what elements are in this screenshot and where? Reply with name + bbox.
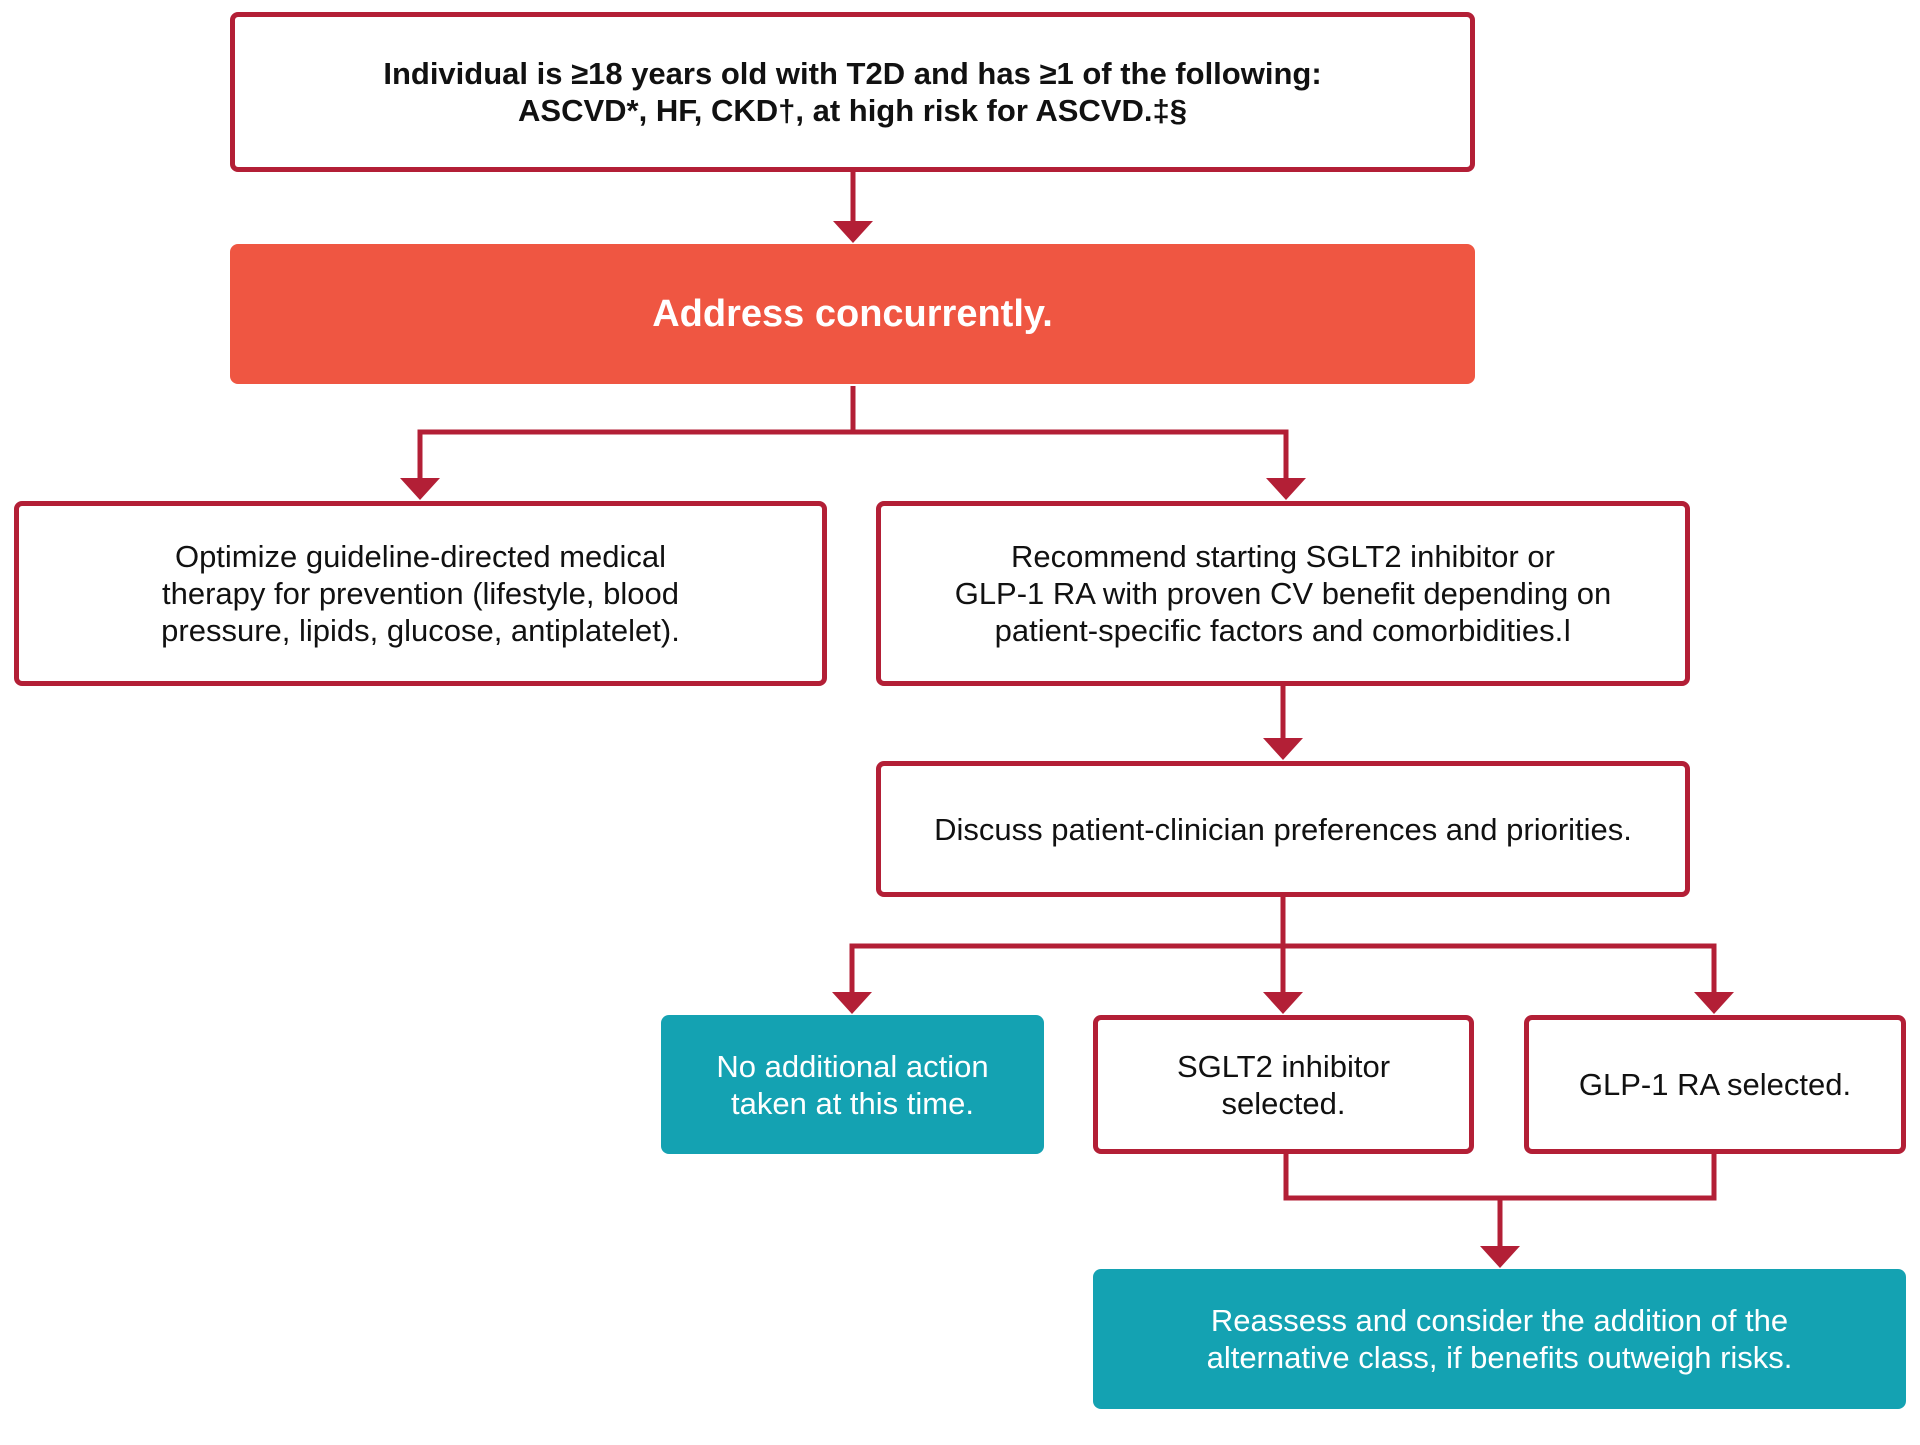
arrowhead-discuss xyxy=(1263,738,1303,760)
arrowhead-reassess xyxy=(1480,1246,1520,1268)
discuss-preferences-box: Discuss patient-clinician preferences an… xyxy=(876,761,1690,897)
connector-merge-to-reassess xyxy=(1283,1154,1717,1248)
optimize-therapy-box: Optimize guideline-directed medical ther… xyxy=(14,501,827,686)
connector-address-split xyxy=(417,386,1289,480)
connector-discuss-split xyxy=(849,897,1717,994)
eligibility-box: Individual is ≥18 years old with T2D and… xyxy=(230,12,1475,172)
reassess-box: Reassess and consider the addition of th… xyxy=(1093,1269,1906,1409)
arrowhead-no-action xyxy=(832,992,872,1014)
no-additional-action-box: No additional action taken at this time. xyxy=(661,1015,1044,1154)
arrowhead-recommend xyxy=(1266,478,1306,500)
sglt2-selected-box: SGLT2 inhibitor selected. xyxy=(1093,1015,1474,1154)
glp1-selected-box: GLP-1 RA selected. xyxy=(1524,1015,1906,1154)
address-concurrently-box: Address concurrently. xyxy=(230,244,1475,384)
recommend-sglt2-glp1-box: Recommend starting SGLT2 inhibitor or GL… xyxy=(876,501,1690,686)
arrowhead-optimize xyxy=(400,478,440,500)
arrowhead-glp1 xyxy=(1694,992,1734,1014)
arrowhead-address xyxy=(833,221,873,243)
arrowhead-sglt2 xyxy=(1263,992,1303,1014)
